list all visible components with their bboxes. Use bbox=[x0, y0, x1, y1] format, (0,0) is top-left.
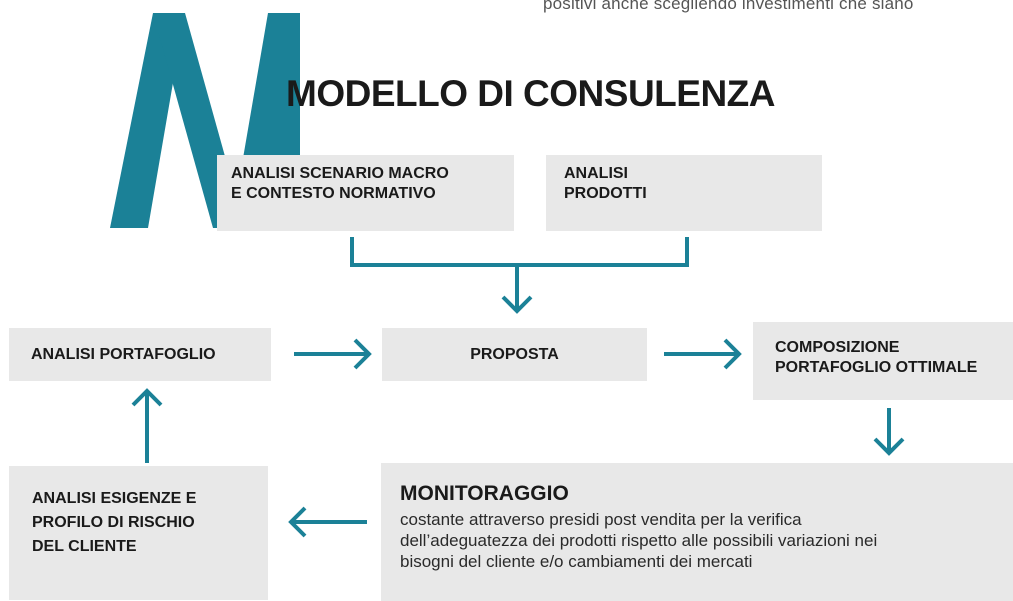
node-label: ANALISI PRODOTTI bbox=[564, 165, 647, 202]
bracket-connector bbox=[350, 237, 689, 267]
diagram-title: MODELLO DI CONSULENZA bbox=[286, 73, 775, 114]
node-composizione-portafoglio: COMPOSIZIONE PORTAFOGLIO OTTIMALE bbox=[753, 322, 1013, 400]
node-analisi-portafoglio: ANALISI PORTAFOGLIO bbox=[9, 328, 271, 381]
top-text-fragment: positivi anche scegliendo investimenti c… bbox=[543, 0, 914, 13]
node-analisi-esigenze: ANALISI ESIGENZE E PROFILO DI RISCHIO DE… bbox=[9, 466, 268, 600]
node-label: ANALISI SCENARIO MACRO E CONTESTO NORMAT… bbox=[231, 165, 449, 202]
arrow-proposta-to-composizione-head bbox=[723, 338, 742, 370]
node-analisi-prodotti: ANALISI PRODOTTI bbox=[546, 155, 822, 231]
arrow-down-to-proposta-head bbox=[501, 295, 533, 314]
node-proposta: PROPOSTA bbox=[382, 328, 647, 381]
arrow-composizione-to-monitoraggio-head bbox=[873, 437, 905, 456]
arrow-portafoglio-to-proposta-head bbox=[353, 338, 372, 370]
node-label: COMPOSIZIONE PORTAFOGLIO OTTIMALE bbox=[775, 339, 978, 376]
node-label: ANALISI PORTAFOGLIO bbox=[31, 346, 216, 363]
letter-n-left-stroke bbox=[110, 13, 185, 228]
arrow-monitoraggio-to-esigenze-head bbox=[288, 506, 307, 538]
node-label: ANALISI ESIGENZE E PROFILO DI RISCHIO DE… bbox=[32, 490, 197, 555]
arrow-esigenze-to-portafoglio-head bbox=[131, 388, 163, 407]
monitoraggio-description: costante attraverso presidi post vendita… bbox=[400, 510, 878, 571]
node-label: PROPOSTA bbox=[470, 346, 559, 363]
node-analisi-scenario-macro: ANALISI SCENARIO MACRO E CONTESTO NORMAT… bbox=[217, 155, 514, 231]
monitoraggio-title: MONITORAGGIO bbox=[400, 482, 569, 505]
node-monitoraggio: MONITORAGGIO costante attraverso presidi… bbox=[381, 463, 1013, 601]
